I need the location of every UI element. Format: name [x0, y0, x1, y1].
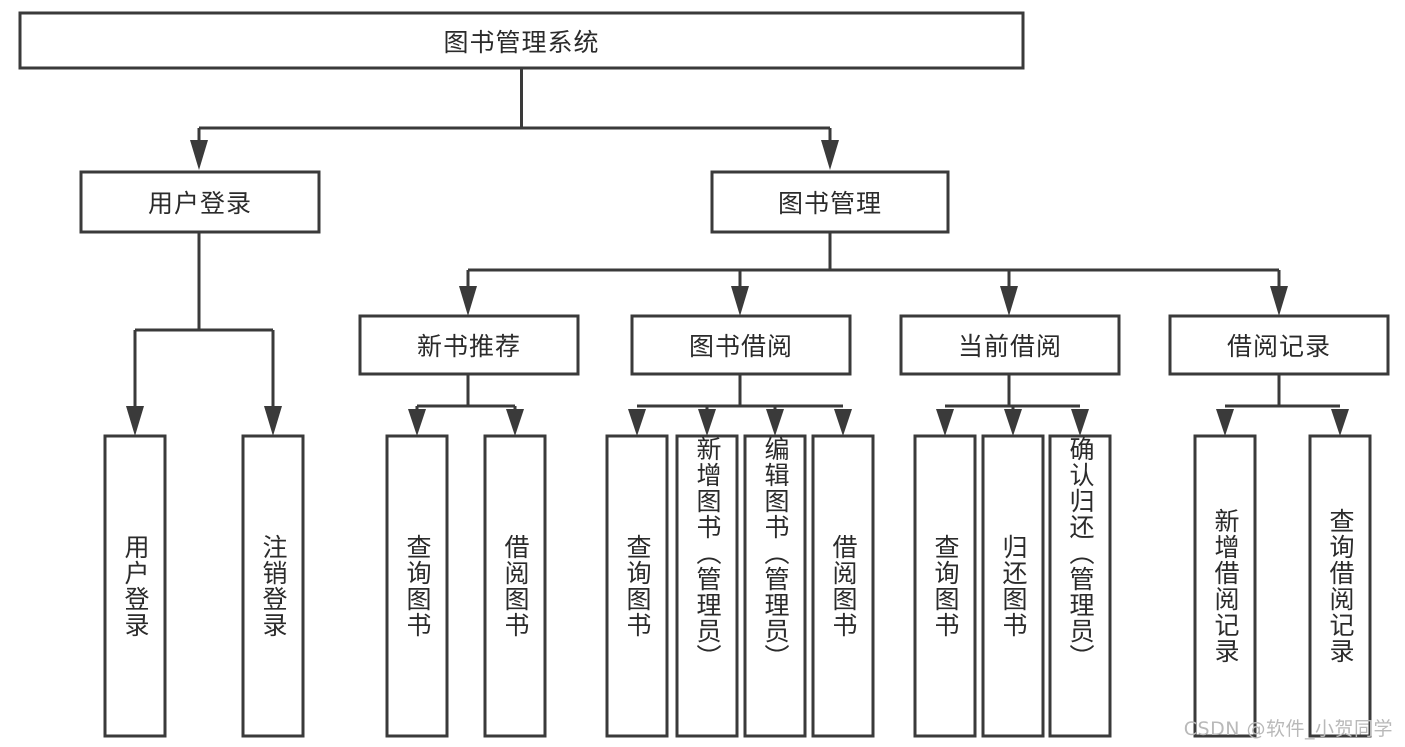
- arrow-head-borrow-record: [1270, 286, 1288, 316]
- node-leaf-user-login[interactable]: [103, 434, 167, 738]
- node-book-manage[interactable]: [710, 170, 950, 234]
- node-layer: [18, 11, 1390, 738]
- arrow-head-leaf-query-book-2: [628, 409, 646, 436]
- arrow-head-book-manage: [821, 140, 839, 170]
- node-leaf-query-record[interactable]: [1308, 434, 1372, 738]
- node-user-login[interactable]: [79, 170, 321, 234]
- arrow-head-current-borrow: [1000, 286, 1018, 316]
- watermark-text: CSDN @软件_小贺同学: [1183, 718, 1393, 740]
- node-root[interactable]: [18, 11, 1025, 70]
- node-leaf-edit-book[interactable]: [743, 434, 807, 738]
- node-new-book-recommend[interactable]: [358, 314, 580, 376]
- node-leaf-borrow-book-1[interactable]: [483, 434, 547, 738]
- arrow-head-leaf-add-record: [1216, 409, 1234, 436]
- arrow-head-leaf-return-book: [1004, 409, 1022, 436]
- arrow-head-leaf-query-book-1: [408, 409, 426, 436]
- arrow-head-leaf-borrow-book-2: [834, 409, 852, 436]
- arrow-head-book-borrow: [731, 286, 749, 316]
- node-leaf-query-book-2[interactable]: [605, 434, 669, 738]
- node-leaf-return-book[interactable]: [981, 434, 1045, 738]
- node-leaf-add-book[interactable]: [675, 434, 739, 738]
- node-borrow-record[interactable]: [1168, 314, 1390, 376]
- arrow-head-leaf-logout-login: [264, 406, 282, 436]
- node-book-borrow[interactable]: [630, 314, 852, 376]
- arrow-head-leaf-borrow-book-1: [506, 409, 524, 436]
- node-leaf-add-record[interactable]: [1193, 434, 1257, 738]
- connector-layer: [126, 68, 1349, 436]
- arrow-head-leaf-edit-book: [766, 409, 784, 436]
- arrow-head-leaf-user-login: [126, 406, 144, 436]
- arrow-head-leaf-add-book: [698, 409, 716, 436]
- node-current-borrow[interactable]: [899, 314, 1121, 376]
- arrow-head-leaf-query-record: [1331, 409, 1349, 436]
- node-leaf-logout-login[interactable]: [241, 434, 305, 738]
- node-leaf-borrow-book-2[interactable]: [811, 434, 875, 738]
- node-leaf-query-book-3[interactable]: [913, 434, 977, 738]
- arrow-head-leaf-query-book-3: [936, 409, 954, 436]
- arrow-head-user-login: [190, 140, 208, 170]
- arrow-head-new-book-recommend: [459, 286, 477, 316]
- node-leaf-query-book-1[interactable]: [385, 434, 449, 738]
- arrow-head-leaf-confirm-return: [1071, 409, 1089, 436]
- node-leaf-confirm-return[interactable]: [1048, 434, 1112, 738]
